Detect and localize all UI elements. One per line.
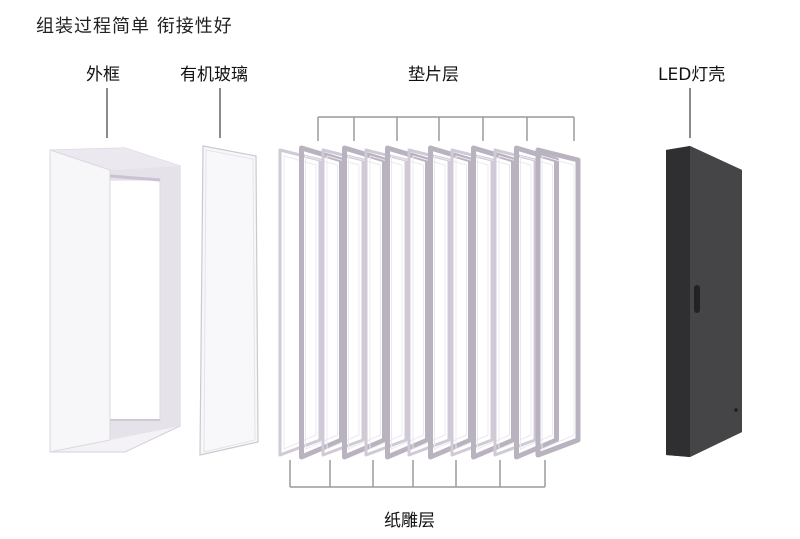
- paper-bracket: [289, 460, 546, 488]
- led-shell-illustration: [666, 146, 742, 457]
- spacer-layer: [535, 147, 581, 458]
- headline: 组装过程简单 衔接性好: [36, 16, 233, 37]
- label-led-shell: LED灯壳: [658, 65, 726, 85]
- label-spacer: 垫片层: [408, 65, 459, 85]
- layer-stack: [278, 145, 581, 460]
- label-paper: 纸雕层: [384, 511, 435, 531]
- layer-inner-edge: [541, 155, 575, 450]
- spacer-bracket: [317, 116, 575, 141]
- acrylic-panel-illustration: [199, 145, 259, 456]
- outer-frame-illustration: [49, 147, 181, 453]
- label-acrylic: 有机玻璃: [180, 65, 248, 85]
- label-frame: 外框: [86, 65, 120, 85]
